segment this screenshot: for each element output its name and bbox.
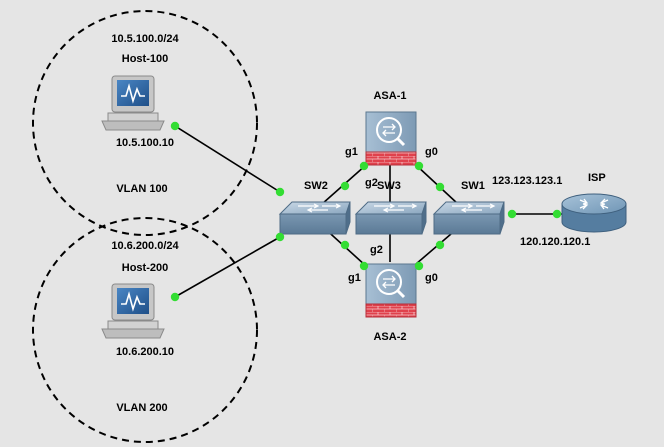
host200-ip-label: 10.6.200.10 (115, 346, 175, 358)
asa1-g0-label: g0 (425, 146, 438, 158)
sw2-switch-icon (278, 201, 351, 235)
asa1-g1-label: g1 (345, 146, 358, 158)
link-host200-sw2 (174, 236, 281, 298)
sw3-switch-icon (354, 201, 427, 235)
isp-label: ISP (588, 172, 606, 184)
link-dot (435, 182, 445, 192)
isp-ip-label: 123.123.123.1 (492, 175, 563, 187)
vlan200-label: VLAN 200 (116, 402, 168, 414)
link-dot (170, 121, 180, 131)
link-dot (275, 187, 285, 197)
sw1-switch-icon (432, 201, 505, 235)
link-dot (507, 209, 517, 219)
host100-ip-label: 10.5.100.10 (115, 137, 175, 149)
host200-name-label: Host-200 (121, 262, 169, 274)
asa2-g2-label: g2 (370, 244, 383, 256)
asa1-label: ASA-1 (373, 90, 407, 102)
sw2-label: SW2 (304, 180, 328, 192)
host100-name-label: Host-100 (121, 53, 169, 65)
link-dot (340, 181, 350, 191)
link-dot (275, 232, 285, 242)
vlan200-zone (32, 217, 258, 443)
link-dot (414, 261, 424, 271)
asa2-firewall-icon (365, 263, 417, 318)
sw1-label: SW1 (461, 180, 485, 192)
vlan200-subnet-label: 10.6.200.0/24 (111, 240, 179, 252)
asa1-g2-label: g2 (365, 177, 378, 189)
link-dot (435, 240, 445, 250)
link-endpoints (170, 121, 562, 302)
link-dot (414, 161, 424, 171)
isp-router-icon (561, 193, 627, 233)
link-dot (170, 292, 180, 302)
vlan100-subnet-label: 10.5.100.0/24 (111, 33, 179, 45)
vlan100-zone (32, 10, 258, 236)
sw3-label: SW3 (377, 180, 401, 192)
asa2-label: ASA-2 (373, 331, 407, 343)
link-host100-sw2 (174, 125, 281, 193)
asa2-g1-label: g1 (348, 272, 361, 284)
host-200-pc-icon (101, 283, 165, 339)
link-dot (359, 161, 369, 171)
asa2-g0-label: g0 (425, 272, 438, 284)
link-dot (340, 240, 350, 250)
host-100-pc-icon (101, 75, 165, 131)
sw1-uplink-ip-label: 120.120.120.1 (520, 236, 591, 248)
asa1-firewall-icon (365, 111, 417, 166)
link-dot (552, 209, 562, 219)
link-dot (359, 261, 369, 271)
vlan100-label: VLAN 100 (116, 183, 168, 195)
